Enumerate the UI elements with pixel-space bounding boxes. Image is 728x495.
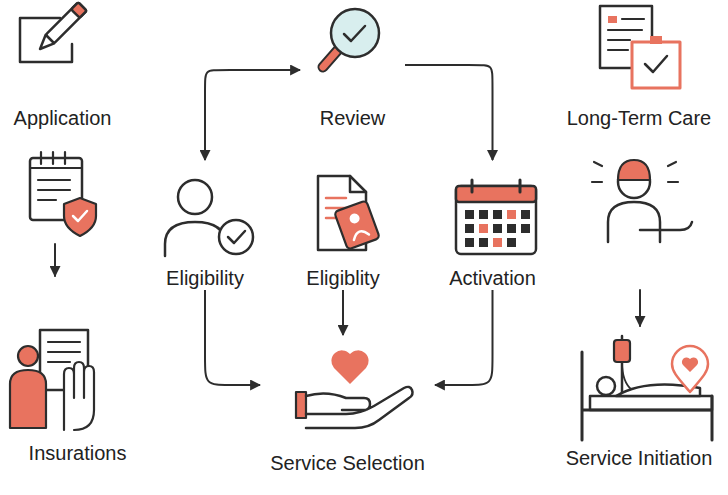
pen-icon	[36, 2, 87, 53]
calendar-icon	[479, 210, 488, 219]
node-label: Eligibility	[166, 266, 244, 290]
icon-node: Application	[0, 0, 125, 130]
node-label: Long-Term Care	[567, 106, 712, 130]
magnifier-icon	[323, 51, 337, 67]
node-label: Service Selection	[270, 451, 425, 475]
person-check-icon	[219, 220, 253, 254]
document-check-icon	[600, 6, 680, 88]
calendar-icon	[465, 210, 474, 219]
document-tag-icon	[318, 176, 380, 250]
node-label: Insurations	[29, 441, 127, 465]
pen-icon	[46, 2, 87, 43]
calendar-icon	[493, 210, 502, 219]
icon-node: Insurations	[0, 330, 155, 465]
calendar-icon	[479, 224, 488, 233]
flow-arrow	[205, 70, 300, 160]
calendar-icon	[493, 224, 502, 233]
flow-arrow	[435, 290, 493, 385]
node-label: Application	[14, 106, 112, 130]
flow-arrow-plain	[639, 290, 641, 326]
clipboard-shield-icon	[64, 198, 96, 236]
flow-arrow	[405, 65, 493, 160]
calendar-icon	[507, 210, 516, 219]
document-tag-icon	[334, 200, 380, 249]
node-label: Activation	[449, 266, 536, 290]
calendar-icon	[465, 224, 474, 233]
node-label: Service Initiation	[566, 446, 713, 470]
pen-icon	[20, 2, 87, 62]
caregiver-icon	[640, 222, 692, 230]
icon-node: Service Initiation	[550, 330, 728, 470]
caregiver-icon	[618, 160, 650, 180]
patient-bed-icon	[590, 396, 712, 410]
calendar-icon	[472, 180, 520, 192]
flow-arrow-plain	[54, 244, 56, 276]
icon-node: Long-Term Care	[550, 0, 728, 130]
patient-bed-icon	[614, 340, 630, 362]
caregiver-icon	[592, 162, 678, 182]
heart-hand-icon	[306, 387, 413, 428]
calendar-icon	[456, 186, 536, 202]
document-tag-icon	[350, 176, 366, 192]
magnifier-icon	[344, 26, 365, 41]
flow-arrow	[205, 290, 260, 385]
person-document-icon	[18, 346, 38, 366]
magnifier-icon	[331, 9, 379, 57]
document-tag-icon	[334, 200, 380, 249]
document-check-icon	[632, 42, 680, 88]
patient-bed-icon	[622, 362, 632, 390]
pen-icon	[36, 35, 54, 53]
flow-arrow	[342, 290, 344, 335]
clipboard-shield-icon	[73, 211, 87, 221]
document-check-icon	[608, 16, 617, 23]
document-check-icon	[645, 56, 667, 72]
calendar-icon	[465, 238, 474, 247]
person-document-icon	[64, 362, 94, 430]
document-tag-icon	[352, 229, 369, 240]
document-tag-icon	[348, 212, 361, 225]
calendar-icon	[465, 210, 530, 247]
node-label: Review	[320, 106, 386, 130]
caregiver-icon	[592, 160, 692, 242]
magnifier-icon	[323, 9, 379, 67]
calendar-icon	[507, 224, 516, 233]
heart-hand-icon	[296, 350, 413, 428]
person-check-icon	[165, 222, 225, 256]
patient-bed-icon	[682, 357, 698, 372]
calendar-icon	[493, 238, 502, 247]
pen-icon	[71, 2, 87, 18]
person-document-icon	[48, 342, 80, 362]
node-label: Eligiblity	[306, 266, 379, 290]
heart-hand-icon	[331, 350, 368, 384]
patient-bed-icon	[582, 336, 712, 440]
calendar-icon	[479, 238, 488, 247]
patient-bed-icon	[597, 377, 615, 395]
icon-node: Activation	[435, 160, 550, 290]
heart-hand-icon	[296, 392, 306, 418]
magnifier-icon	[323, 51, 337, 67]
calendar-icon	[507, 238, 516, 247]
icon-node: Service Selection	[260, 335, 435, 475]
calendar-icon	[456, 186, 536, 254]
patient-bed-icon	[672, 346, 708, 392]
document-check-icon	[650, 36, 662, 44]
calendar-icon	[456, 180, 536, 254]
patient-bed-icon	[582, 352, 712, 440]
person-check-icon	[178, 180, 212, 214]
person-document-icon	[10, 370, 46, 428]
calendar-icon	[521, 210, 530, 219]
person-check-icon	[228, 231, 245, 243]
clipboard-shield-icon	[30, 152, 82, 200]
icon-node: Eligibility	[150, 160, 260, 290]
caregiver-icon	[608, 202, 660, 242]
person-document-icon	[10, 330, 94, 430]
icon-node: Review	[300, 0, 405, 130]
calendar-icon	[521, 224, 530, 233]
person-check-icon	[165, 180, 253, 256]
icon-node: Eligiblity	[288, 160, 398, 290]
clipboard-shield-icon	[30, 152, 96, 236]
